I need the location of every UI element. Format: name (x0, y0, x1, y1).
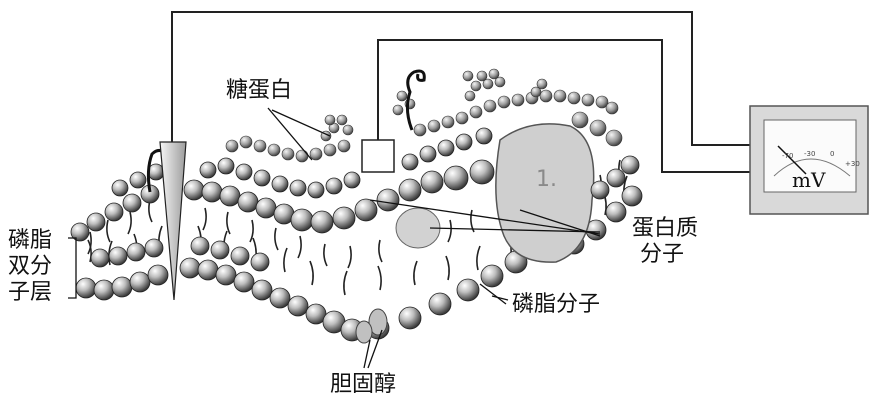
protein-molecules: 1. (396, 124, 594, 262)
meter-unit-label: mV (792, 168, 825, 192)
meter-tick: -30 (804, 150, 815, 158)
svg-text:1.: 1. (536, 167, 557, 192)
glycoprotein-label: 糖蛋白 (226, 78, 292, 104)
bilayer-label-line1: 磷脂 (8, 228, 52, 254)
cholesterol-label: 胆固醇 (330, 372, 396, 398)
bilayer-bracket (68, 238, 76, 298)
protein-label-line2: 分子 (640, 242, 684, 268)
bilayer-label-line3: 子层 (8, 280, 52, 306)
meter-tick: 0 (830, 150, 834, 158)
phospholipid-molecule-label: 磷脂分子 (512, 292, 600, 318)
bilayer-label-line2: 双分 (8, 254, 52, 280)
meter-tick: -70 (782, 152, 793, 160)
surface-electrode (362, 140, 394, 172)
protein-label-line1: 蛋白质 (632, 216, 698, 242)
large-protein (496, 124, 594, 262)
meter-tick: +30 (845, 160, 860, 168)
